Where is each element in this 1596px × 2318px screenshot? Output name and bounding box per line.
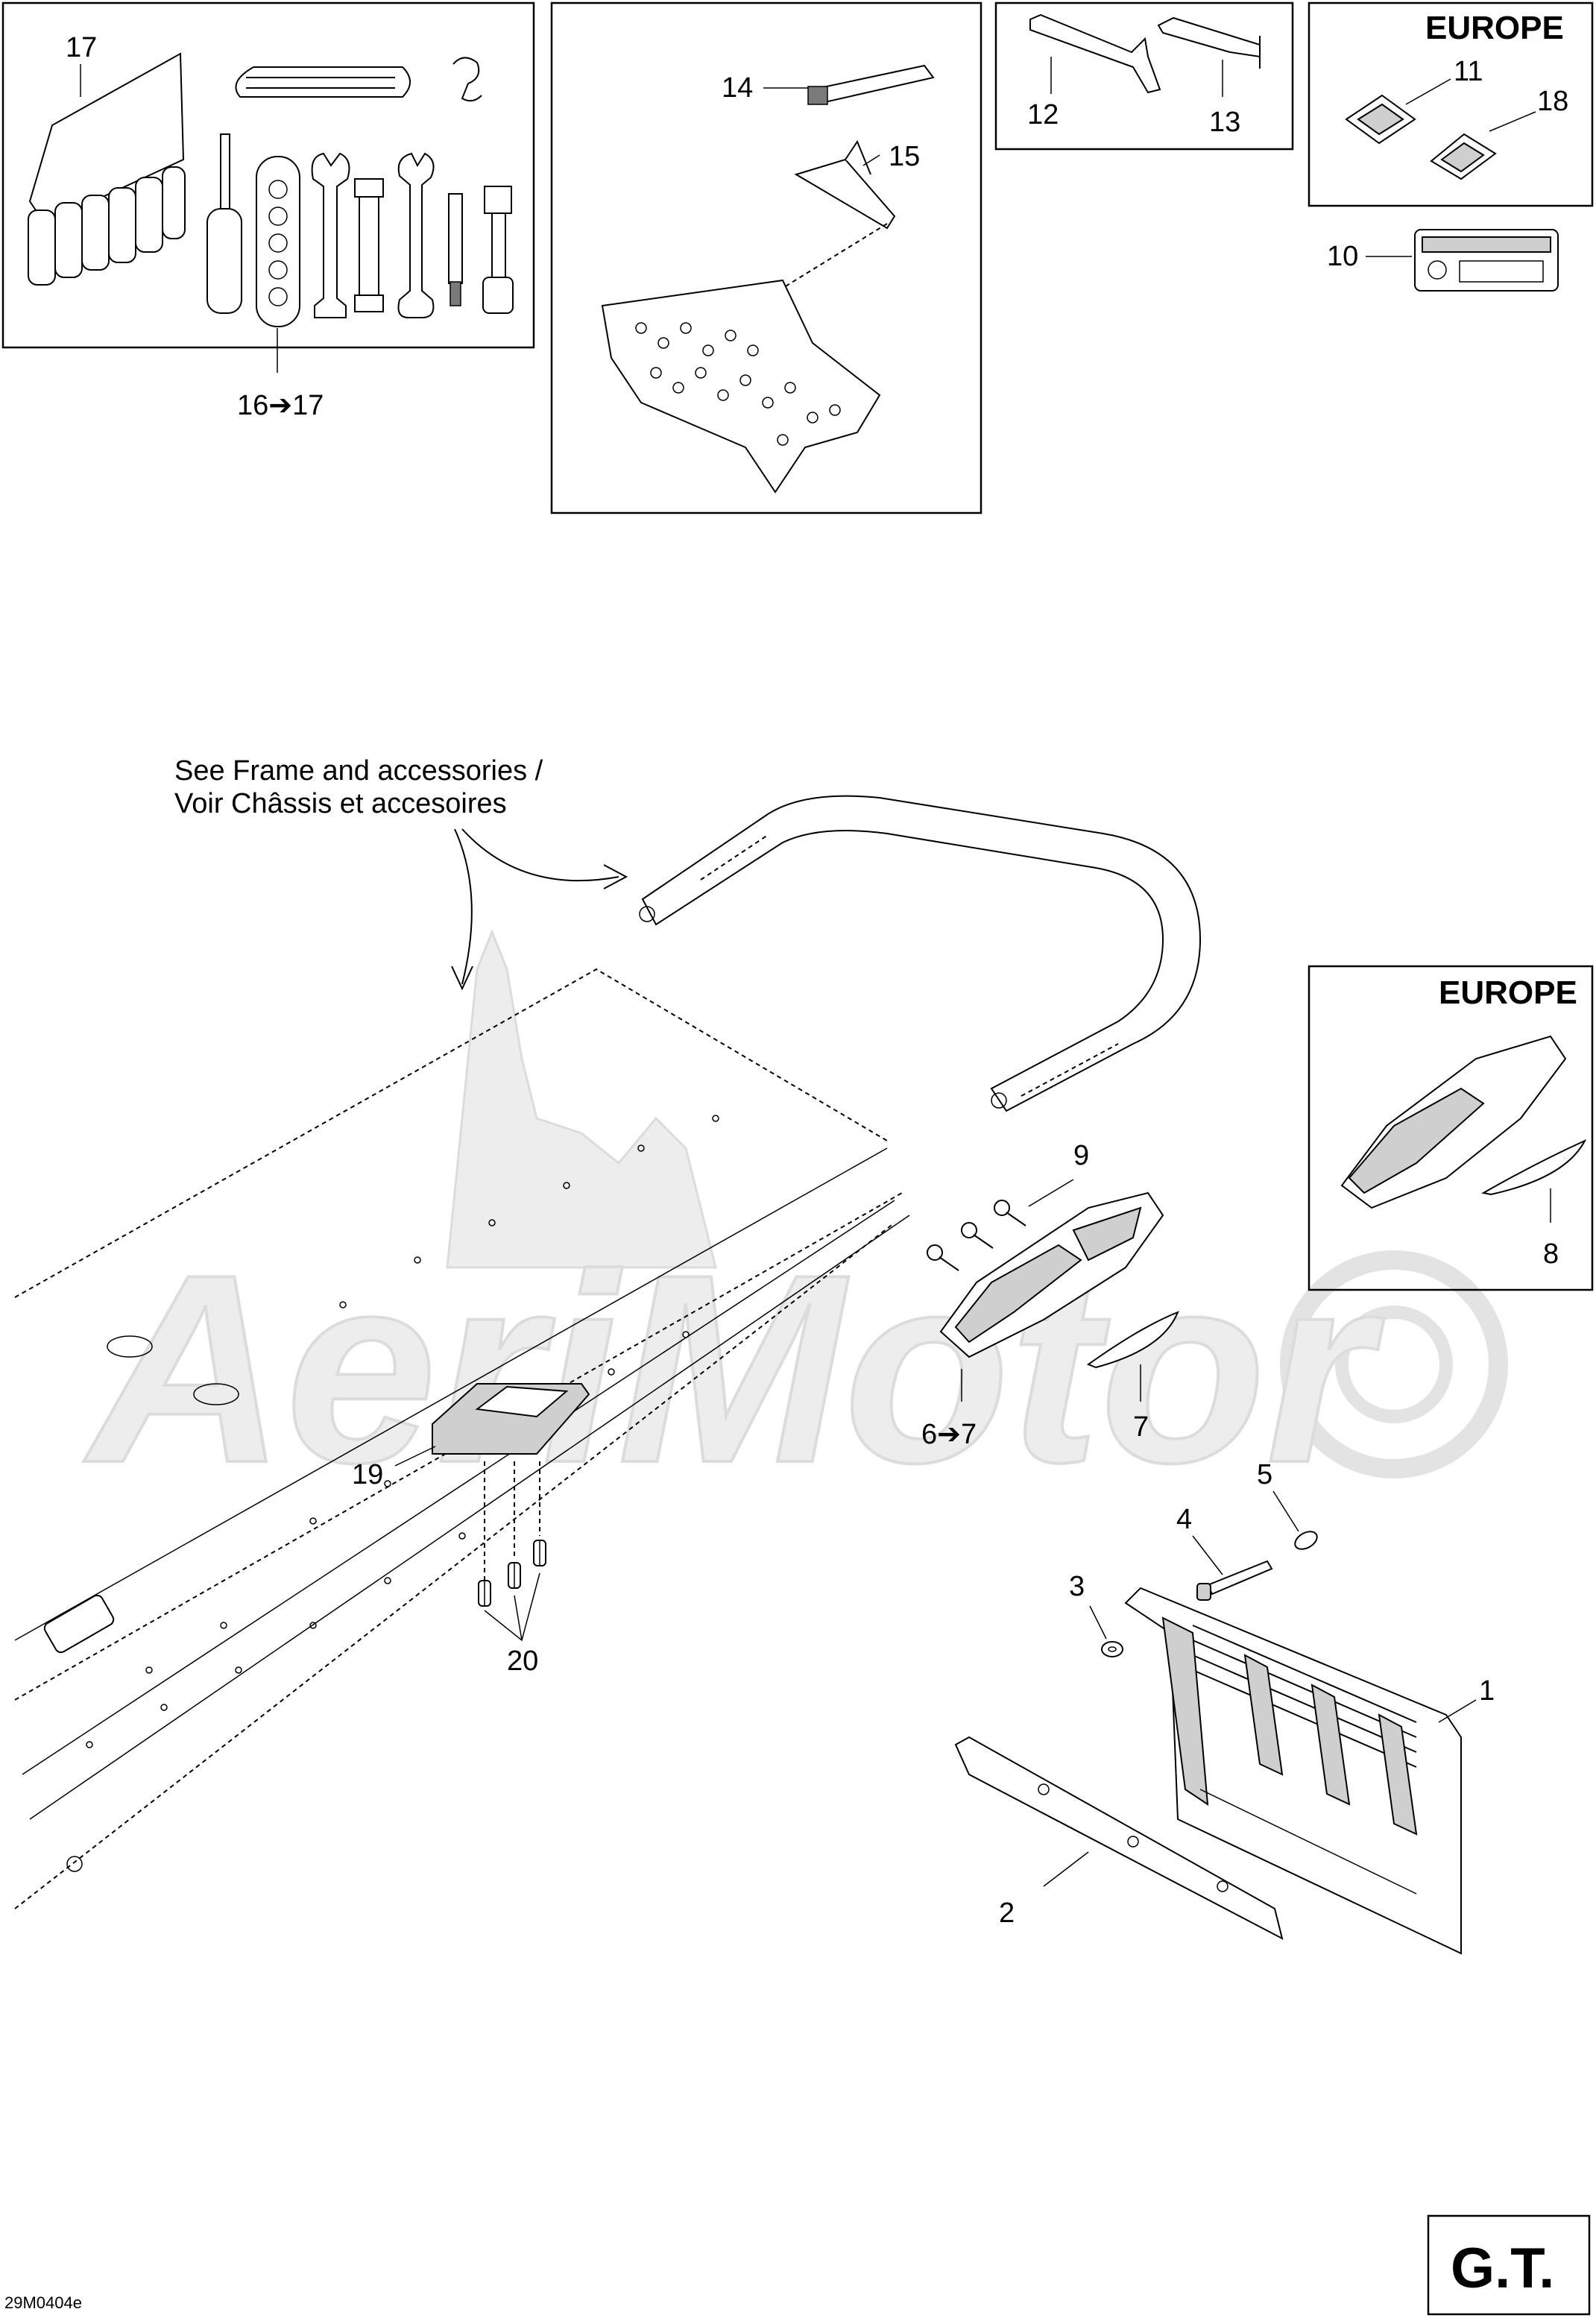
leader-2 bbox=[1043, 1851, 1089, 1887]
callout-2: 2 bbox=[999, 1897, 1015, 1929]
open-wrench-icon bbox=[311, 152, 350, 318]
leader-19 bbox=[394, 1446, 436, 1467]
callout-10: 10 bbox=[1327, 241, 1358, 272]
europe-title-mid: EUROPE bbox=[1439, 974, 1577, 1011]
screw-icon bbox=[533, 1540, 546, 1566]
callout-3: 3 bbox=[1069, 1571, 1085, 1602]
inset-brackets-frame bbox=[994, 1, 1294, 151]
nut-5-icon bbox=[1294, 1531, 1318, 1550]
inset-protector-frame bbox=[550, 1, 982, 514]
callout-11: 11 bbox=[1454, 56, 1483, 87]
footrest-cover-6 bbox=[939, 1191, 1164, 1358]
footrest-assembly: 7 6➔7 9 bbox=[921, 1140, 1179, 1450]
inset-tool-kit: 17 16➔17 bbox=[1, 1, 535, 421]
decal-18-icon bbox=[1430, 133, 1497, 180]
callout-6-7: 6➔7 bbox=[921, 1419, 977, 1450]
inset-europe-reflector-frame bbox=[1308, 965, 1594, 1291]
model-badge-text: G.T. bbox=[1451, 2237, 1554, 2300]
leader-9 bbox=[1028, 1179, 1074, 1207]
callout-12: 12 bbox=[1027, 99, 1059, 130]
drawing-code: 29M0404e bbox=[4, 2293, 82, 2312]
pliers-clip-icon bbox=[235, 66, 411, 98]
bracket-13-icon bbox=[1157, 16, 1261, 58]
leader-11 bbox=[1405, 78, 1451, 105]
callout-16-17: 16➔17 bbox=[237, 390, 324, 421]
inset-europe-decals: EUROPE 11 18 bbox=[1308, 1, 1594, 207]
screws-20: 20 bbox=[478, 1461, 546, 1677]
watermark-text: AeriMotor bbox=[81, 1219, 1385, 1519]
hex-key-icon bbox=[448, 193, 463, 306]
inset-europe-reflector: EUROPE 8 bbox=[1308, 965, 1594, 1291]
screwdriver-icon bbox=[206, 133, 242, 314]
decal-11-icon bbox=[1345, 94, 1416, 145]
inset-europe-decals-frame bbox=[1308, 1, 1594, 207]
callout-20: 20 bbox=[507, 1645, 538, 1677]
washer-3-icon bbox=[1101, 1641, 1123, 1657]
inset-tool-kit-frame bbox=[1, 1, 535, 349]
snow-flap-1 bbox=[1124, 1587, 1462, 1955]
callout-13: 13 bbox=[1209, 107, 1240, 138]
leader-3 bbox=[1089, 1605, 1107, 1640]
callout-1: 1 bbox=[1479, 1675, 1495, 1707]
screw-icon bbox=[927, 1244, 959, 1271]
note-arrow-to-tunnel bbox=[454, 828, 473, 985]
callout-14: 14 bbox=[722, 72, 753, 104]
combination-wrench-icon bbox=[397, 152, 435, 318]
safety-label-10: 10 bbox=[1327, 229, 1559, 292]
inset-protector: 14 15 bbox=[550, 1, 982, 514]
rivet-4-icon bbox=[1196, 1560, 1273, 1601]
frame-reference-note: See Frame and accessories / Voir Châssis… bbox=[174, 755, 628, 991]
callout-5: 5 bbox=[1257, 1459, 1272, 1490]
callout-9: 9 bbox=[1073, 1140, 1089, 1171]
socket-wrench-icon bbox=[482, 186, 514, 314]
snow-flap-assembly: 1 2 3 4 5 bbox=[954, 1459, 1495, 1955]
callout-4: 4 bbox=[1176, 1504, 1192, 1535]
bracket-clip-icon bbox=[794, 139, 896, 230]
leader-18 bbox=[1489, 111, 1536, 132]
inset-brackets: 12 13 bbox=[994, 1, 1294, 151]
callout-7: 7 bbox=[1133, 1411, 1149, 1443]
reflector-7-icon bbox=[1086, 1311, 1179, 1369]
bracket-12-icon bbox=[1029, 13, 1161, 94]
callout-17: 17 bbox=[66, 32, 97, 63]
dashed-guide-15 bbox=[778, 223, 888, 292]
leader-20 bbox=[484, 1572, 540, 1642]
watermark: AeriMotor bbox=[80, 928, 1508, 1520]
screw-icon bbox=[508, 1562, 521, 1589]
footrest-cover-icon bbox=[1340, 1035, 1567, 1209]
see-note-line-2: Voir Châssis et accesoires bbox=[174, 788, 507, 819]
leader-15 bbox=[862, 154, 880, 166]
flap-plate-2 bbox=[954, 1736, 1284, 1940]
reflector-8-icon bbox=[1481, 1138, 1587, 1196]
europe-title-top: EUROPE bbox=[1425, 10, 1564, 46]
screw-icon bbox=[961, 1222, 994, 1249]
callout-18: 18 bbox=[1537, 86, 1568, 117]
strap-clip-icon bbox=[807, 64, 935, 105]
callout-8: 8 bbox=[1543, 1238, 1559, 1270]
leader-1 bbox=[1438, 1699, 1477, 1723]
spark-plug-wrench-icon bbox=[256, 156, 300, 327]
grab-handle bbox=[639, 795, 1202, 1112]
see-note-line-1: See Frame and accessories / bbox=[174, 755, 543, 787]
box-wrench-icon bbox=[354, 178, 384, 312]
leader-5 bbox=[1272, 1490, 1299, 1532]
model-badge-frame bbox=[1427, 2214, 1591, 2316]
mounting-plate-19: 19 bbox=[352, 1383, 590, 1490]
note-arrow-to-handle bbox=[461, 828, 619, 882]
leader-4 bbox=[1192, 1535, 1223, 1575]
model-badge: G.T. bbox=[1427, 2214, 1591, 2316]
hook-icon bbox=[452, 57, 482, 102]
screw-icon bbox=[478, 1580, 491, 1607]
heat-shield-icon bbox=[601, 279, 881, 494]
callout-15: 15 bbox=[889, 141, 920, 172]
tool-pouch-icon bbox=[28, 52, 186, 286]
screw-icon bbox=[994, 1200, 1026, 1226]
callout-19: 19 bbox=[352, 1459, 383, 1490]
